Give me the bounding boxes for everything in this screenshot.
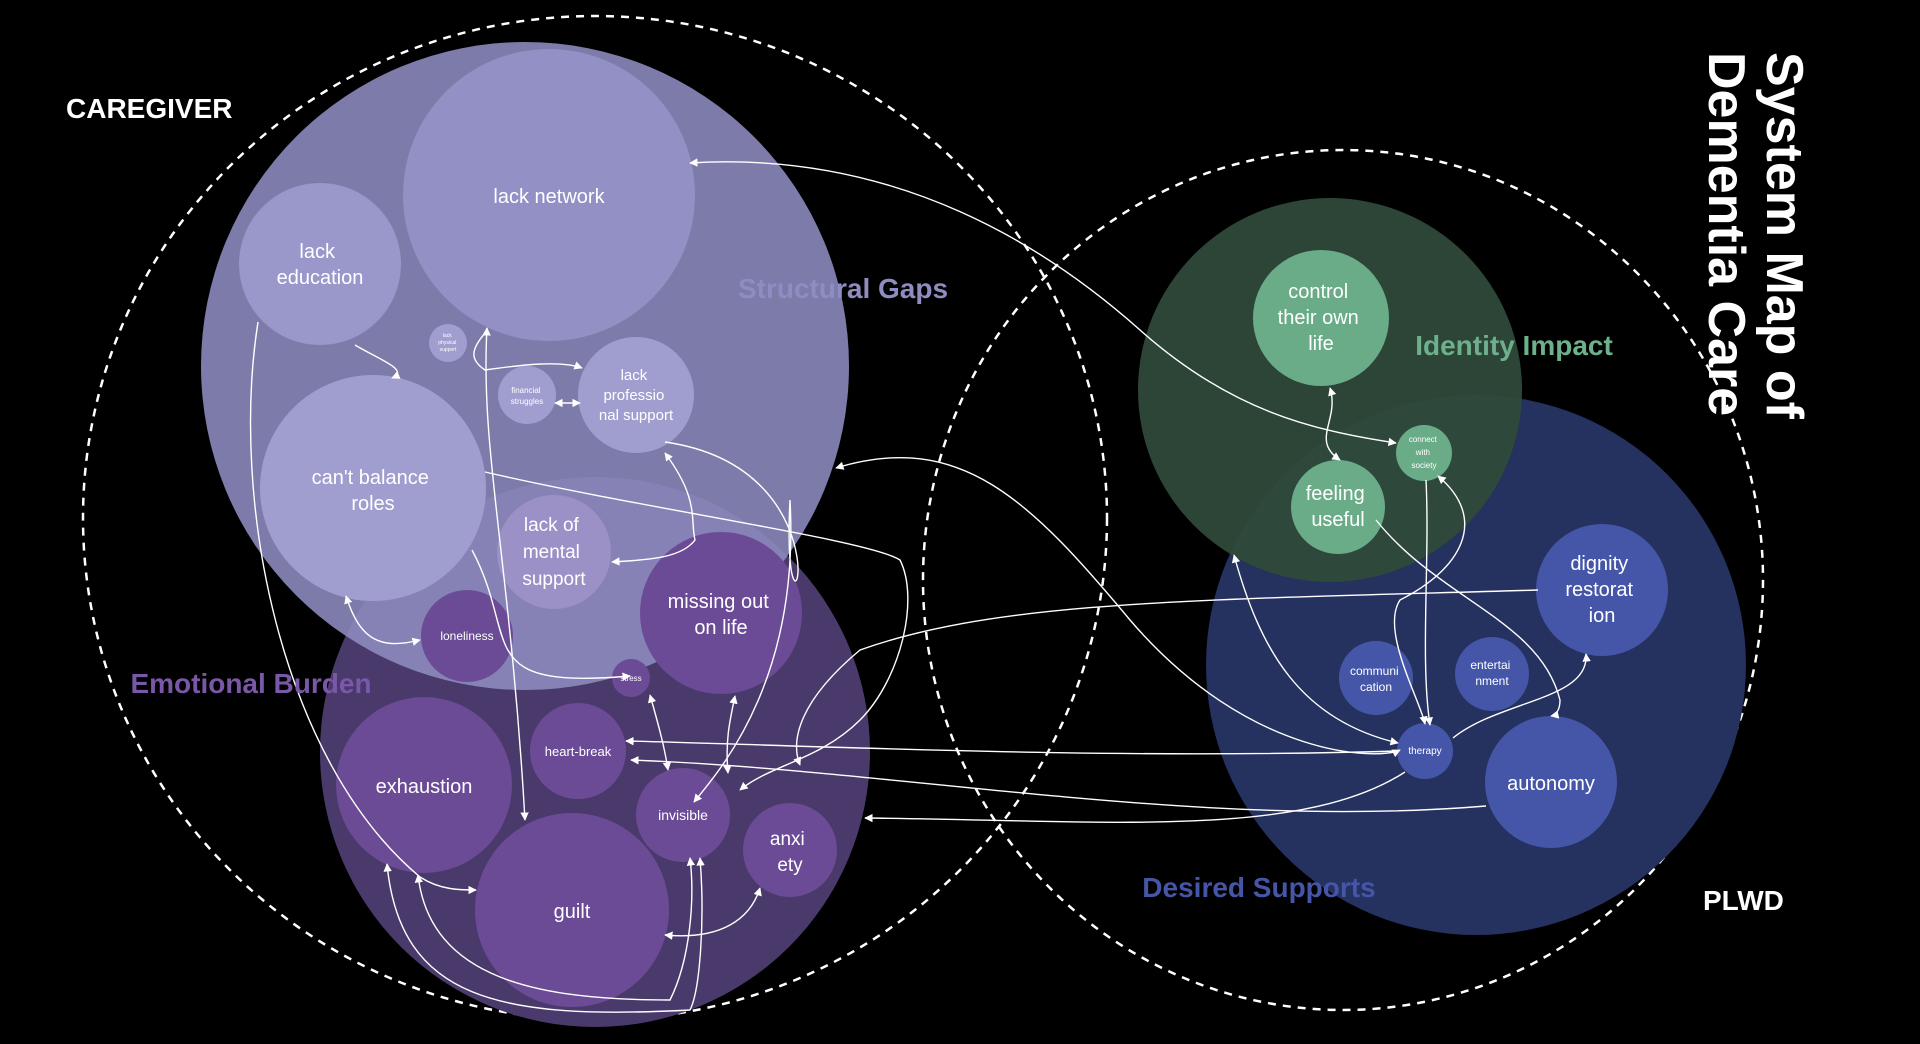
node-heart-break[interactable]: heart-break: [530, 703, 626, 799]
connector-line: [1375, 519, 1561, 719]
connector-line: [630, 756, 1487, 813]
connector-line: [664, 887, 762, 940]
connector-line: [864, 771, 1406, 823]
node-heart-break-label: heart-break: [545, 744, 612, 759]
node-dignity-restoration[interactable]: dignity restorat ion: [1536, 524, 1668, 656]
node-connect-society-label: connect with society: [1409, 435, 1439, 470]
node-dignity-restoration-label: dignity restorat ion: [1565, 553, 1638, 627]
connector-line: [471, 549, 631, 681]
node-autonomy-label: autonomy: [1507, 773, 1595, 795]
page-title: System Map of Dementia Care: [1697, 52, 1813, 420]
connector-line: [1325, 387, 1341, 461]
connector-line: [689, 158, 1397, 447]
cluster-label-desired-supports: Desired Supports: [1142, 872, 1375, 903]
page-title-line-1: System Map of: [1755, 52, 1813, 420]
connector-line: [1424, 479, 1434, 726]
connector-line: [611, 452, 696, 566]
caregiver-label: CAREGIVER: [66, 93, 232, 124]
node-control-own-life[interactable]: control their own life: [1253, 250, 1389, 386]
node-therapy-label: therapy: [1408, 746, 1441, 757]
node-anxiety-label: anxi ety: [770, 829, 810, 876]
plwd-boundary: [921, 148, 1765, 1012]
node-communication[interactable]: communi cation: [1339, 641, 1413, 715]
node-lack-professional-support[interactable]: lack professio nal support: [578, 337, 694, 453]
node-therapy[interactable]: therapy: [1397, 723, 1453, 779]
node-invisible-label: invisible: [658, 807, 708, 823]
node-lack-professional-support-label: lack professio nal support: [599, 367, 674, 424]
node-invisible[interactable]: invisible: [636, 768, 730, 862]
node-stress-label: stress: [620, 674, 641, 683]
node-loneliness[interactable]: loneliness: [421, 590, 513, 682]
connector-line: [723, 695, 738, 774]
node-anxiety[interactable]: anxi ety: [743, 803, 837, 897]
node-entertainment-label: entertai nment: [1470, 658, 1513, 688]
node-missing-out[interactable]: missing out on life: [640, 532, 802, 694]
connector-line: [1231, 554, 1399, 746]
node-cant-balance-roles[interactable]: can't balance roles: [260, 375, 486, 601]
node-lack-network-label: lack network: [493, 186, 605, 208]
connector-line: [344, 595, 421, 646]
node-exhaustion[interactable]: exhaustion: [336, 697, 512, 873]
node-financial-struggles[interactable]: financial struggles: [498, 366, 556, 424]
cluster-label-structural-gaps: Structural Gaps: [738, 273, 948, 304]
node-feeling-useful[interactable]: feeling useful: [1291, 460, 1385, 554]
connector-line: [664, 441, 799, 803]
node-lack-education[interactable]: lack education: [239, 183, 401, 345]
node-loneliness-label: loneliness: [440, 629, 493, 643]
node-lack-network[interactable]: lack network: [403, 49, 695, 341]
connector-line: [1452, 653, 1591, 739]
connector-line: [648, 694, 672, 771]
connector-line: [625, 736, 1399, 755]
node-stress[interactable]: stress: [612, 659, 650, 697]
connector-line: [482, 327, 529, 821]
node-lack-education-label: lack education: [277, 241, 364, 289]
node-lack-mental-support[interactable]: lack of mental support: [497, 495, 611, 609]
node-cant-balance-roles-label: can't balance roles: [312, 467, 435, 515]
node-autonomy[interactable]: autonomy: [1485, 716, 1617, 848]
page-title-line-2: Dementia Care: [1697, 52, 1755, 416]
node-exhaustion-label: exhaustion: [376, 776, 473, 798]
plwd-label: PLWD: [1703, 885, 1784, 916]
node-guilt-label: guilt: [554, 901, 591, 923]
node-lack-physical-support-label: lack physical support: [438, 333, 457, 353]
connector-line: [249, 321, 477, 895]
node-lack-mental-support-label: lack of mental support: [522, 515, 586, 590]
connector-line: [354, 344, 401, 379]
connector-line: [1393, 475, 1466, 725]
connector-lines: [249, 158, 1591, 1013]
node-lack-physical-support[interactable]: lack physical support: [429, 324, 467, 362]
cluster-label-identity-impact: Identity Impact: [1415, 330, 1613, 361]
node-missing-out-label: missing out on life: [668, 591, 775, 639]
node-entertainment[interactable]: entertai nment: [1455, 637, 1529, 711]
node-connect-society[interactable]: connect with society: [1396, 425, 1452, 481]
cluster-label-emotional-burden: Emotional Burden: [130, 668, 371, 699]
